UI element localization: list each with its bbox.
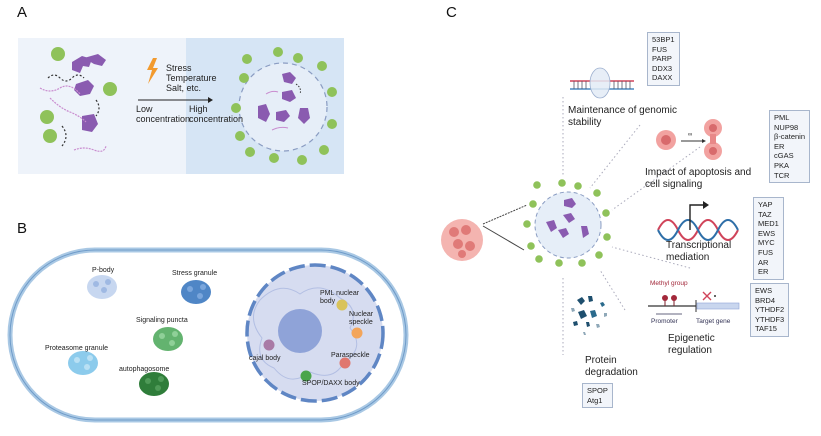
- low-concentration-label: Low concentration: [136, 104, 191, 124]
- green-protein-icon: [40, 110, 54, 124]
- purple-protein-icon: [72, 56, 92, 73]
- apoptosis-arrow-symbol: ∞: [688, 132, 693, 138]
- dna-transcription-icon: [657, 201, 739, 241]
- signaling-puncta-icon: [153, 327, 183, 351]
- arrow-head-icon: [208, 97, 213, 103]
- green-proteins-around-central-droplet: [523, 179, 611, 267]
- block-x-icon: [702, 291, 712, 301]
- methyl-group-icon: [671, 295, 677, 301]
- caption-protein-degradation: Protein degradation: [585, 355, 638, 378]
- caption-apoptosis-signaling: Impact of apoptosis and cell signaling: [645, 167, 752, 190]
- label-target-gene: Target gene: [696, 318, 731, 325]
- protein-list-transcriptional: YAP TAZ MED1 EWS MYC FUS AR ER: [753, 197, 784, 280]
- epigenetic-diagram: [648, 291, 740, 315]
- green-protein-icon: [103, 82, 117, 96]
- dna-repair-icon: [570, 67, 634, 99]
- label-signaling-puncta: Signaling puncta: [136, 317, 188, 324]
- caption-genomic-stability: Maintenance of genomic stability: [568, 105, 677, 128]
- tumor-cluster-icon: [441, 219, 483, 261]
- label-promoter: Promoter: [651, 318, 678, 325]
- rna-strand-icon: [95, 99, 100, 117]
- panel-c-letter: C: [446, 4, 457, 21]
- rna-strand-icon: [49, 97, 87, 123]
- purple-protein-icon: [84, 54, 106, 66]
- trigger-labels: Stress Temperature Salt, etc.: [166, 63, 217, 93]
- rna-strand-icon: [39, 85, 81, 95]
- purple-protein-icon: [82, 114, 98, 132]
- pml-nuclear-body-dot: [336, 299, 348, 311]
- panel-b-letter: B: [17, 220, 28, 237]
- central-condensate-droplet: [534, 191, 602, 259]
- nuclear-speckle-dot: [351, 327, 363, 339]
- protein-list-genomic-stability: 53BP1 FUS PARP DDX3 DAXX: [647, 32, 680, 86]
- methyl-group-icon: [662, 295, 668, 301]
- panel-a-letter: A: [17, 4, 28, 21]
- green-proteins-around-droplet: [231, 47, 337, 165]
- protein-list-epigenetic: EWS BRD4 YTHDF2 YTHDF3 TAF15: [750, 283, 790, 337]
- label-paraspeckle: Paraspeckle: [331, 352, 370, 359]
- caption-transcriptional: Transcriptional mediation: [666, 240, 732, 263]
- label-proteasome-granule: Proteasome granule: [45, 345, 109, 352]
- label-spop-daxx-body: SPOP/DAXX body: [302, 380, 360, 387]
- trigger-stress: Stress: [166, 63, 192, 73]
- paraspeckle-dot: [339, 357, 351, 369]
- condensate-droplet: [238, 62, 328, 152]
- caption-epigenetic: Epigenetic regulation: [668, 333, 715, 356]
- trigger-temperature: Temperature: [166, 73, 217, 83]
- rna-strand-icon: [47, 74, 85, 82]
- autophagosome-icon: [139, 372, 169, 396]
- label-methyl-group: Methyl group: [650, 280, 688, 287]
- label-p-body: P-body: [92, 267, 115, 274]
- cajal-body-dot: [263, 339, 275, 351]
- lightning-bolt-icon: [147, 58, 158, 84]
- nucleolus: [278, 309, 322, 353]
- stress-granule-icon: [181, 280, 211, 304]
- rna-strand-icon: [73, 145, 107, 152]
- label-cajal-body: cajal body: [249, 355, 281, 362]
- label-autophagosome: autophagosome: [119, 366, 170, 373]
- proteasome-granule-icon: [68, 351, 98, 375]
- spop-daxx-body-dot: [300, 370, 312, 382]
- label-nuclear-speckle: Nuclear speckle: [349, 311, 374, 326]
- rna-strand-icon: [61, 125, 67, 147]
- high-concentration-label: High concentration: [189, 104, 244, 124]
- label-pml-nuclear-body: PML nuclear body: [320, 290, 360, 305]
- protein-list-degradation: SPOP Atg1: [582, 383, 613, 409]
- cell-membrane-outline: [9, 249, 407, 421]
- label-stress-granule: Stress granule: [172, 270, 218, 277]
- dispersed-components: [39, 47, 117, 152]
- green-protein-icon: [43, 129, 57, 143]
- protein-fragments-icon: [571, 296, 607, 335]
- p-body-icon: [87, 275, 117, 299]
- trigger-salt: Salt, etc.: [166, 83, 202, 93]
- nucleus: [245, 263, 385, 403]
- protein-list-apoptosis-signaling: PML NUP98 β-catenin ER cGAS PKA TCR: [769, 110, 810, 184]
- cell-division-icon: [656, 119, 722, 160]
- function-connectors: [562, 97, 701, 355]
- green-protein-icon: [51, 47, 65, 61]
